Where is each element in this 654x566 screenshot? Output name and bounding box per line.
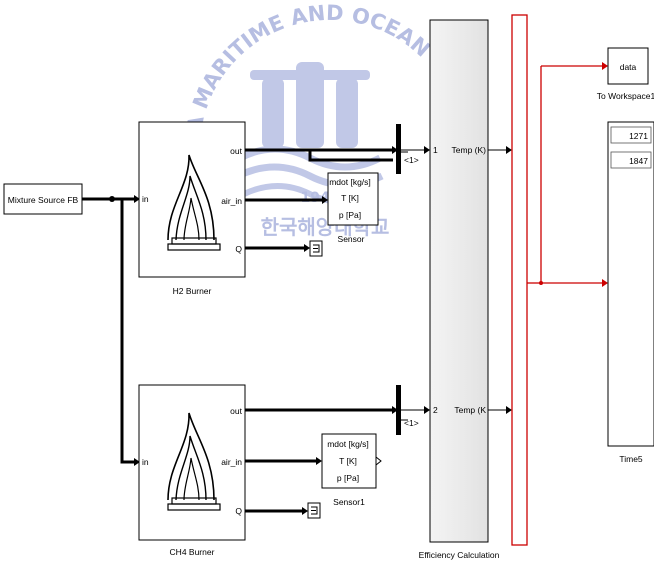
h2-burner-block[interactable]: in out air_in Q H2 Burner xyxy=(138,121,246,296)
h2-burner-name: H2 Burner xyxy=(173,286,212,296)
efficiency-name: Efficiency Calculation xyxy=(419,550,500,560)
h2-port-air: air_in xyxy=(221,196,242,206)
sensor-block[interactable]: mdot [kg/s] T [K] p [Pa] Sensor xyxy=(327,172,379,244)
bus-selector-top[interactable]: <1> xyxy=(396,124,430,174)
efficiency-in2: 2 xyxy=(433,405,438,415)
flame-icon xyxy=(167,154,221,251)
sensor1-line2: T [K] xyxy=(339,456,357,466)
selector-bottom-label: <1> xyxy=(404,418,419,428)
sensor1-line1: mdot [kg/s] xyxy=(327,439,369,449)
mixture-source-block[interactable]: Mixture Source FB xyxy=(3,183,83,215)
efficiency-outputs xyxy=(488,146,512,414)
mux-block[interactable] xyxy=(511,14,528,546)
selector-top-label: <1> xyxy=(404,155,419,165)
terminator-icon xyxy=(309,240,323,257)
display-value1: 1271 xyxy=(629,131,648,141)
efficiency-in1: 1 xyxy=(433,145,438,155)
ch4-port-air: air_in xyxy=(221,457,242,467)
h2-wiring xyxy=(245,146,398,252)
to-workspace-name: To Workspace1 xyxy=(597,91,654,101)
mixture-source-label: Mixture Source FB xyxy=(8,195,79,205)
source-bus xyxy=(82,195,140,466)
efficiency-out2: Temp (K xyxy=(454,405,486,415)
display-block[interactable]: 1271 1847 Time5 xyxy=(607,121,654,464)
efficiency-calculation-block[interactable]: 1 2 Temp (K) Temp (K Efficiency Calculat… xyxy=(419,19,500,560)
ch4-port-q: Q xyxy=(235,506,242,516)
bus-selector-bottom[interactable]: <1> xyxy=(396,385,430,435)
to-workspace-block[interactable]: data To Workspace1 xyxy=(597,47,654,101)
display-value2: 1847 xyxy=(629,156,648,166)
h2-port-in: in xyxy=(142,194,149,204)
ch4-port-in: in xyxy=(142,457,149,467)
ch4-wiring xyxy=(245,406,398,515)
sensor-line3: p [Pa] xyxy=(339,210,361,220)
ch4-port-out: out xyxy=(230,406,242,416)
terminator-icon xyxy=(307,502,321,519)
sensor1-block[interactable]: mdot [kg/s] T [K] p [Pa] Sensor1 xyxy=(321,433,382,507)
sensor-line2: T [K] xyxy=(341,193,359,203)
sensor-name: Sensor xyxy=(338,234,365,244)
mux-output-signals xyxy=(527,62,608,287)
ch4-burner-block[interactable]: in out air_in Q CH4 Burner xyxy=(138,384,246,557)
flame-icon xyxy=(167,412,221,511)
sensor1-name: Sensor1 xyxy=(333,497,365,507)
h2-port-q: Q xyxy=(235,244,242,254)
display-field xyxy=(610,126,652,144)
ch4-burner-name: CH4 Burner xyxy=(170,547,215,557)
to-workspace-value: data xyxy=(620,62,637,72)
efficiency-out1: Temp (K) xyxy=(452,145,487,155)
display-field xyxy=(610,151,652,169)
sensor1-line3: p [Pa] xyxy=(337,473,359,483)
sensor-line1: mdot [kg/s] xyxy=(329,177,371,187)
h2-port-out: out xyxy=(230,146,242,156)
display-name: Time5 xyxy=(619,454,643,464)
